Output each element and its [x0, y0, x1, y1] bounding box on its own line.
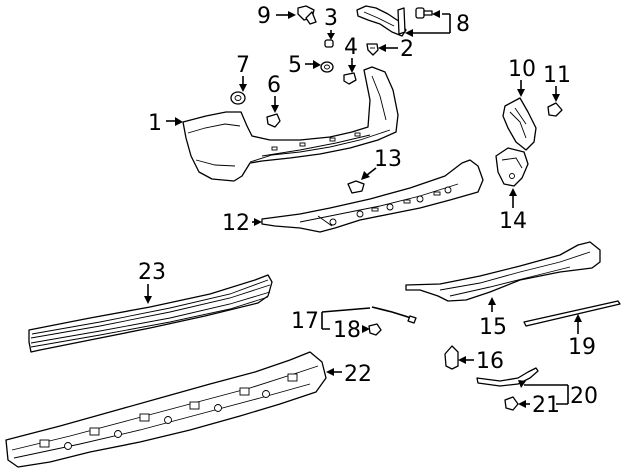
part-17-wire: [371, 306, 417, 324]
part-5-grommet: [320, 61, 334, 73]
callout-20: 20: [570, 384, 598, 409]
part-4-nut: [343, 72, 357, 85]
part-8-bracket: [356, 5, 407, 37]
part-6-nut: [266, 113, 281, 128]
part-15-lower-diffuser: [405, 241, 601, 302]
callout-7: 7: [236, 53, 250, 78]
callout-13: 13: [374, 147, 402, 172]
callout-5: 5: [288, 53, 302, 78]
callout-18: 18: [333, 318, 361, 343]
part-7-grommet: [230, 91, 246, 105]
callout-14: 14: [499, 209, 527, 234]
callout-10: 10: [508, 57, 536, 82]
part-9-clip: [297, 5, 317, 25]
callout-21: 21: [532, 393, 560, 418]
part-8-screw: [415, 7, 433, 19]
callout-3: 3: [324, 6, 338, 31]
part-22-energy-absorber: [5, 351, 327, 468]
callout-19: 19: [568, 335, 596, 360]
part-10-bracket: [502, 97, 537, 151]
callout-15: 15: [479, 315, 507, 340]
part-13-grommet: [347, 180, 365, 194]
callout-1: 1: [148, 111, 162, 136]
callout-23: 23: [138, 260, 166, 285]
callout-22: 22: [344, 362, 372, 387]
part-18-nut: [368, 323, 382, 336]
part-3-plug: [324, 39, 334, 48]
callout-2: 2: [400, 37, 414, 62]
callout-12: 12: [222, 211, 250, 236]
callout-4: 4: [344, 35, 358, 60]
part-14-bracket: [495, 147, 529, 187]
part-2-fastener: [366, 43, 379, 56]
callout-9: 9: [257, 4, 271, 29]
callout-17: 17: [291, 309, 319, 334]
part-23-reinforcement-beam: [28, 274, 273, 353]
part-1-bumper-cover: [182, 66, 399, 182]
callout-labels: 1 2 3 4 5 6 7 8 9 10 11 12 13 14 15 16 1…: [138, 4, 598, 418]
callout-6: 6: [267, 73, 281, 98]
part-11-fastener: [547, 102, 563, 117]
part-19-trim-strip: [523, 300, 621, 327]
leader-lines: [144, 10, 582, 408]
callout-8: 8: [456, 12, 470, 37]
callout-16: 16: [476, 349, 504, 374]
callout-11: 11: [543, 63, 571, 88]
part-12-lower-cover: [261, 159, 484, 233]
part-16-clip: [444, 345, 459, 370]
part-21-nut: [504, 396, 519, 411]
